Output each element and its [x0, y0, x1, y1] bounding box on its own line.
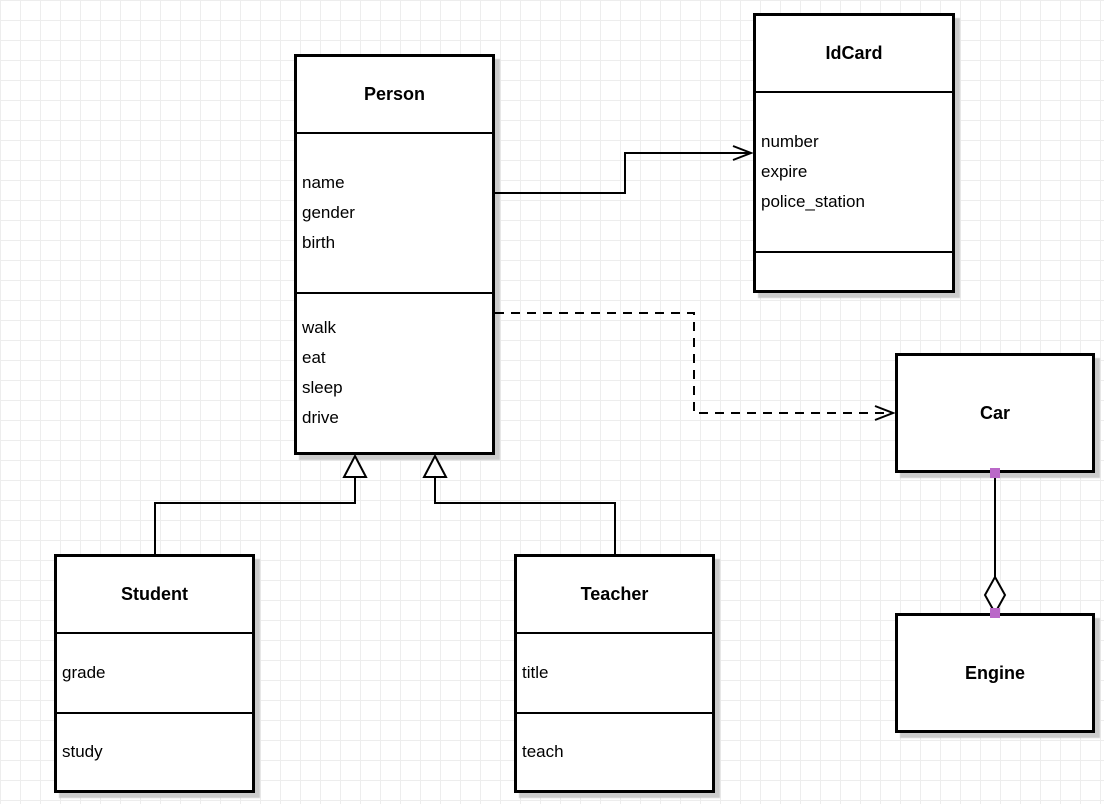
class-student-title: Student	[57, 557, 252, 634]
class-teacher[interactable]: Teacher title teach	[514, 554, 715, 793]
method: teach	[522, 742, 564, 761]
edge-aggregation-car-engine[interactable]	[983, 468, 1007, 618]
class-engine-title: Engine	[964, 662, 1025, 683]
attribute: expire	[761, 162, 808, 181]
class-idcard-methods	[756, 253, 952, 290]
class-student-attributes: grade	[57, 634, 252, 714]
class-person-title: Person	[297, 57, 492, 134]
class-person[interactable]: Person name gender birth walk eat sleep …	[294, 54, 495, 455]
hollow-diamond-icon	[983, 574, 1007, 616]
class-car[interactable]: Car	[895, 353, 1095, 473]
method: sleep	[302, 378, 343, 397]
class-teacher-title: Teacher	[517, 557, 712, 634]
class-student[interactable]: Student grade study	[54, 554, 255, 793]
class-student-methods: study	[57, 714, 252, 790]
edge-association-person-idcard[interactable]	[495, 145, 754, 194]
attribute: number	[761, 132, 819, 151]
class-idcard-attributes: number expire police_station	[756, 93, 952, 253]
edge-generalization-student-person[interactable]	[154, 453, 368, 554]
hollow-triangle-icon	[342, 453, 368, 478]
attribute: title	[522, 663, 549, 682]
method: walk	[302, 318, 337, 337]
attribute: police_station	[761, 192, 865, 211]
method: study	[62, 742, 103, 761]
open-arrow-icon	[732, 145, 754, 161]
edge-dependency-person-car[interactable]	[495, 312, 896, 421]
class-person-attributes: name gender birth	[297, 134, 492, 294]
class-engine[interactable]: Engine	[895, 613, 1095, 733]
hollow-triangle-icon	[422, 453, 448, 478]
method: eat	[302, 348, 326, 367]
attribute: gender	[302, 203, 355, 222]
attribute: birth	[302, 233, 336, 252]
open-arrow-icon	[874, 405, 896, 421]
class-car-title: Car	[979, 402, 1010, 423]
attribute: name	[302, 173, 345, 192]
attribute: grade	[62, 663, 106, 682]
class-teacher-methods: teach	[517, 714, 712, 790]
method: drive	[302, 408, 339, 427]
class-idcard-title: IdCard	[756, 16, 952, 93]
class-person-methods: walk eat sleep drive	[297, 294, 492, 452]
class-idcard[interactable]: IdCard number expire police_station	[753, 13, 955, 293]
edge-generalization-teacher-person[interactable]	[422, 453, 616, 554]
class-teacher-attributes: title	[517, 634, 712, 714]
